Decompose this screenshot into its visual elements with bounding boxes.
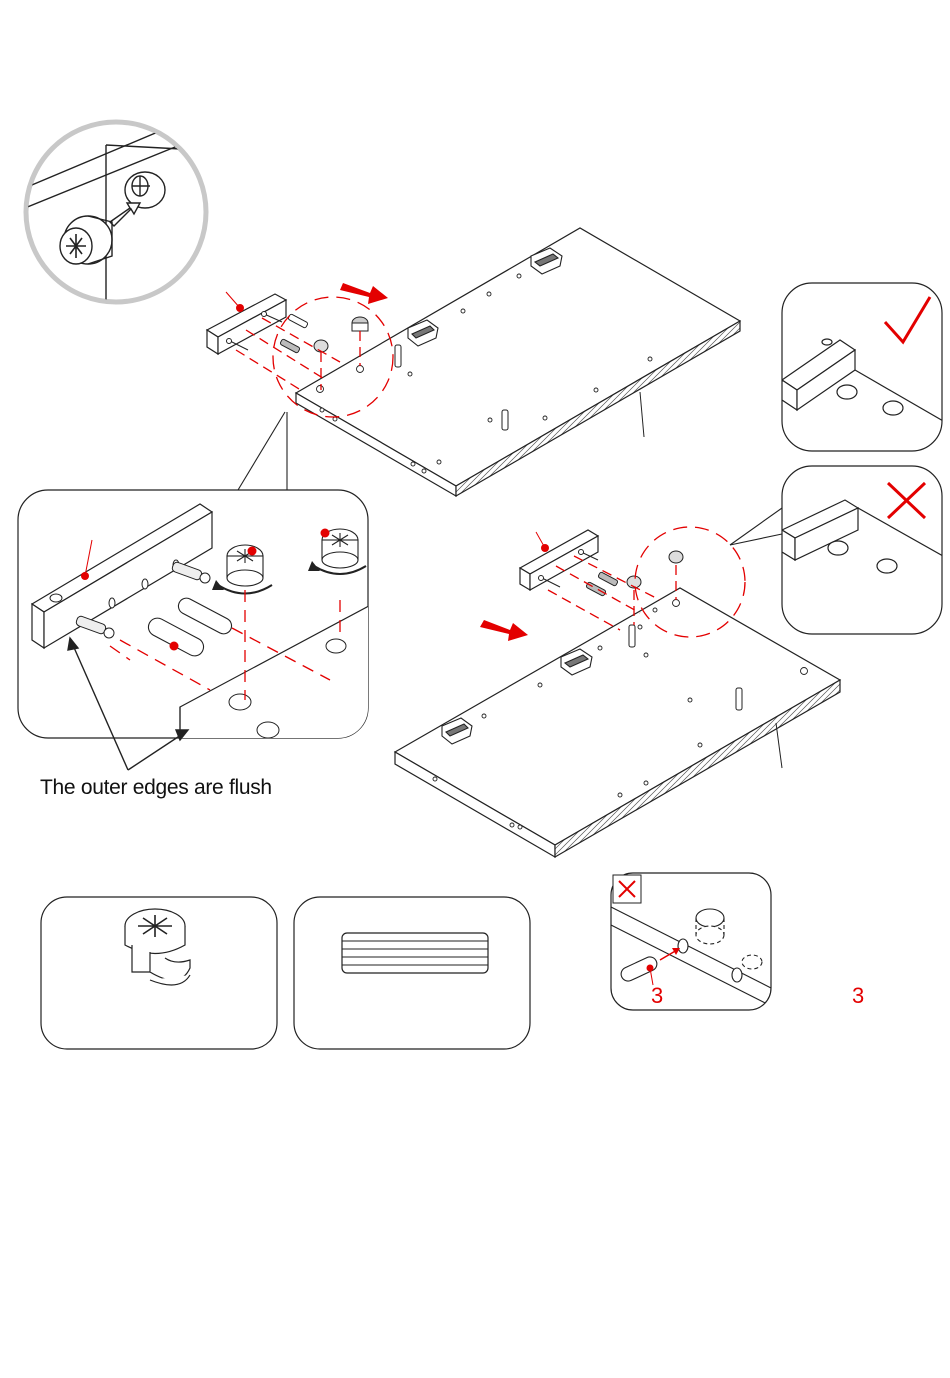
direction-arrow-icon bbox=[340, 283, 388, 304]
zoom-connector bbox=[238, 412, 287, 490]
bottom-rail-part bbox=[520, 530, 598, 590]
flush-edges-caption: The outer edges are flush bbox=[40, 776, 272, 800]
zoom-detail-panel bbox=[18, 490, 380, 760]
cam-lock-part-panel bbox=[41, 897, 277, 1049]
incorrect-dowel-panel bbox=[611, 873, 775, 1010]
incorrect-orientation-panel bbox=[730, 466, 950, 634]
wrong-dowel-quantity: 3 bbox=[651, 983, 663, 1009]
correct-orientation-panel bbox=[782, 283, 950, 451]
detail-circle-cam-insert bbox=[20, 110, 210, 302]
correct-dowel-quantity: 3 bbox=[852, 983, 864, 1009]
direction-arrow-icon bbox=[480, 620, 528, 641]
dowel-part-panel bbox=[294, 897, 530, 1049]
top-panel-board bbox=[296, 228, 740, 496]
